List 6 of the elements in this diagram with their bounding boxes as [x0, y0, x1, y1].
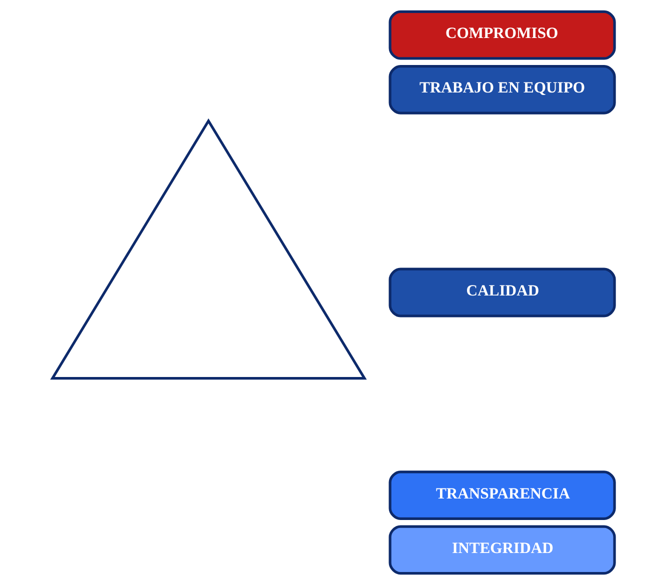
- node-box: INTEGRIDAD: [388, 525, 616, 575]
- node-triangle: [50, 118, 367, 380]
- node-box: TRANSPARENCIA: [388, 470, 616, 520]
- node-box: COMPROMISO: [388, 10, 616, 60]
- node-box: TRABAJO EN EQUIPO: [388, 64, 616, 114]
- node-box: CALIDAD: [388, 268, 616, 318]
